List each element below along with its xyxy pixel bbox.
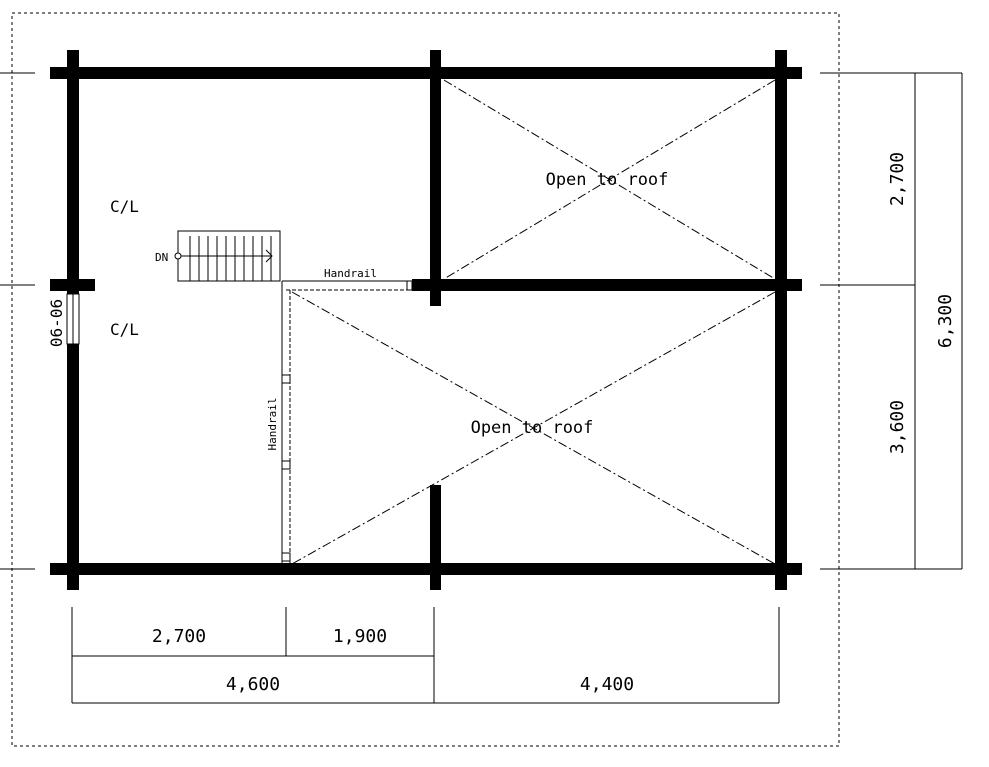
wall-right	[775, 50, 787, 590]
handrail-vertical	[281, 281, 291, 563]
room-label-open-lower: Open to roof	[471, 418, 594, 438]
room-label-open-upper: Open to roof	[546, 170, 669, 190]
dim-bottom-4600: 4,600	[226, 674, 280, 695]
handrail-label-vertical: Handrail	[266, 398, 279, 451]
right-dimension-lines	[820, 72, 963, 570]
wall-mid-lower	[430, 485, 441, 590]
cl-label-lower: C/L	[110, 320, 139, 339]
wall-left-stub	[50, 279, 95, 291]
bottom-dimension-lines	[71, 607, 780, 704]
dim-right-3600: 3,600	[887, 400, 908, 454]
stair	[174, 230, 281, 282]
window-label: 06-06	[47, 299, 66, 347]
sheet-border	[11, 12, 840, 747]
dim-bottom-1900: 1,900	[333, 626, 387, 647]
wall-interior-horizontal	[412, 279, 802, 291]
wall-left-upper	[67, 50, 79, 294]
dim-right-6300: 6,300	[935, 294, 956, 348]
dim-bottom-4400: 4,400	[580, 674, 634, 695]
wall-left-lower	[67, 344, 79, 590]
window	[66, 293, 80, 345]
wall-bottom	[50, 563, 802, 575]
dim-bottom-2700: 2,700	[152, 626, 206, 647]
walls	[50, 50, 802, 590]
left-extension-ticks	[0, 72, 35, 570]
stair-dn-label: DN	[155, 251, 168, 264]
handrail-horizontal	[282, 280, 413, 291]
cl-label-upper: C/L	[110, 197, 139, 216]
dim-right-2700: 2,700	[887, 152, 908, 206]
handrail-label-horizontal: Handrail	[324, 267, 377, 280]
wall-top	[50, 67, 802, 79]
wall-mid-upper	[430, 50, 441, 306]
open-area-crosses	[291, 79, 776, 565]
